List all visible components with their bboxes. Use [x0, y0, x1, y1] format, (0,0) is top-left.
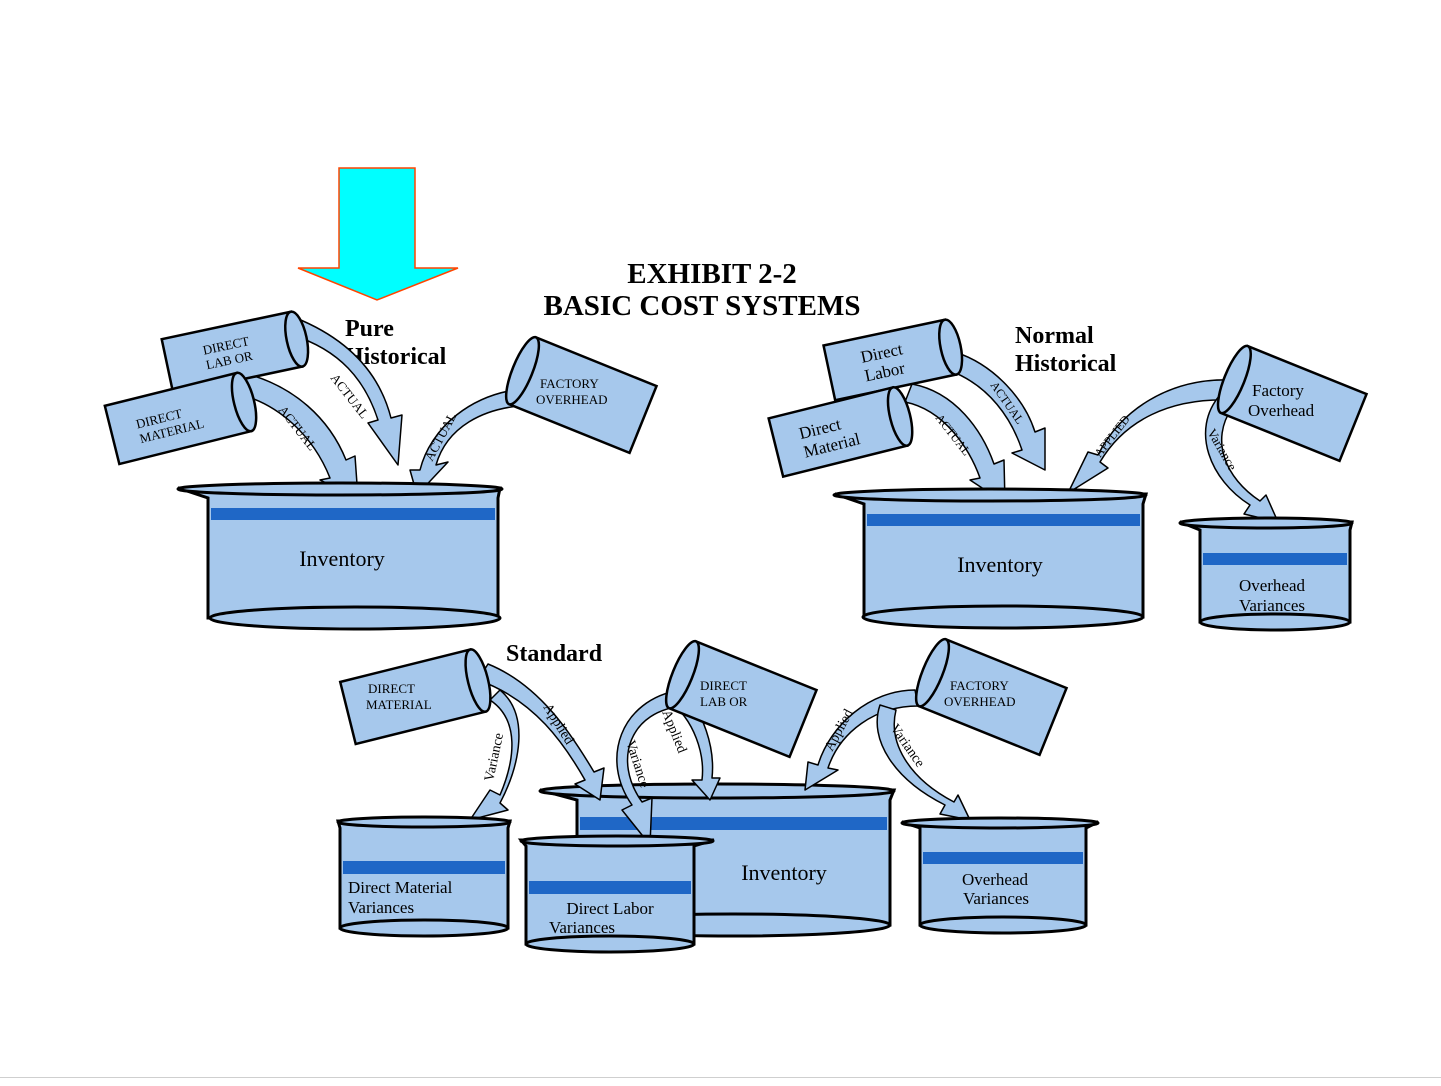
normal-overhead-variances-beaker: Overhead Variances: [1178, 516, 1354, 632]
standard-dl-variances-line1: Direct Labor: [566, 899, 654, 918]
standard-dl-variances-beaker: Direct Labor Variances: [517, 834, 715, 954]
pure-historical-section: Pure Historical ACTUAL ACTUAL ACTUAL DIR…: [103, 310, 659, 631]
standard-labor-cup: DIRECT LAB OR: [664, 639, 819, 759]
normal-flow-labor-arrow: [947, 351, 1046, 471]
standard-material-cup-line2: MATERIAL: [366, 697, 432, 712]
pure-material-cup: DIRECT MATERIAL: [103, 371, 258, 466]
standard-dm-variance-label: Variance: [482, 732, 507, 783]
standard-dl-variances-line2: Variances: [549, 918, 615, 937]
pure-overhead-cup-line1: FACTORY: [540, 376, 599, 391]
normal-labor-cup: Direct Labor: [822, 318, 964, 402]
pure-overhead-cup: FACTORY OVERHEAD: [504, 335, 659, 455]
standard-dm-applied-arrow: [477, 663, 605, 801]
normal-heading-line1: Normal: [1015, 323, 1094, 349]
normal-heading-line2: Historical: [1015, 351, 1117, 377]
pure-flow-material-arrow: [227, 371, 359, 499]
normal-variances-line2: Variances: [1239, 596, 1305, 615]
bottom-divider: [0, 1077, 1441, 1078]
exhibit-title-line2: BASIC COST SYSTEMS: [544, 290, 861, 322]
standard-overhead-cup-line1: FACTORY: [950, 678, 1009, 693]
down-arrow-icon: [297, 167, 459, 301]
normal-overhead-cup: Factory Overhead: [1216, 344, 1369, 463]
standard-overhead-cup: FACTORY OVERHEAD: [914, 637, 1069, 757]
normal-inventory-beaker: Inventory: [832, 487, 1149, 630]
standard-inventory-label: Inventory: [741, 860, 827, 885]
normal-overhead-cup-line1: Factory: [1252, 381, 1304, 400]
normal-flow-material-arrow: [904, 383, 1006, 504]
standard-oh-variances-line1: Overhead: [962, 870, 1029, 889]
pure-inventory-label: Inventory: [299, 546, 385, 571]
standard-overhead-cup-line2: OVERHEAD: [944, 694, 1016, 709]
pure-overhead-cup-line2: OVERHEAD: [536, 392, 608, 407]
normal-variances-line1: Overhead: [1239, 576, 1306, 595]
standard-dm-variances-line2: Variances: [348, 898, 414, 917]
pure-labor-cup: DIRECT LAB OR: [160, 310, 310, 396]
pure-flow-labor-arrow: [291, 317, 403, 466]
pure-inventory-beaker: Inventory: [176, 481, 504, 631]
standard-material-cup: DIRECT MATERIAL: [338, 647, 492, 746]
exhibit-title-line1: EXHIBIT 2-2: [627, 258, 796, 290]
normal-inventory-label: Inventory: [957, 552, 1043, 577]
standard-oh-variances-line2: Variances: [963, 889, 1029, 908]
pure-flow-overhead-label: ACTUAL: [421, 410, 459, 464]
standard-oh-variances-beaker: Overhead Variances: [900, 816, 1100, 935]
standard-heading: Standard: [506, 641, 603, 667]
standard-labor-cup-line1: DIRECT: [700, 678, 747, 693]
normal-material-cup: Direct Material: [767, 385, 914, 479]
normal-overhead-cup-line2: Overhead: [1248, 401, 1315, 420]
pure-heading-line1: Pure: [345, 316, 394, 342]
standard-material-cup-line1: DIRECT: [368, 681, 415, 696]
standard-dm-variance-arrow: [469, 689, 520, 821]
standard-dm-variances-line1: Direct Material: [348, 878, 453, 897]
standard-dm-variances-beaker: Direct Material Variances: [336, 815, 512, 938]
normal-flow-applied-label: APPLIED: [1091, 412, 1133, 460]
normal-historical-section: Normal Historical ACTUAL ACTUAL APPLIED …: [767, 318, 1369, 632]
standard-oh-variance-arrow: [876, 704, 971, 821]
standard-section: Standard Inventory Variance Applied Vari…: [336, 637, 1100, 954]
standard-labor-cup-line2: LAB OR: [700, 694, 748, 709]
